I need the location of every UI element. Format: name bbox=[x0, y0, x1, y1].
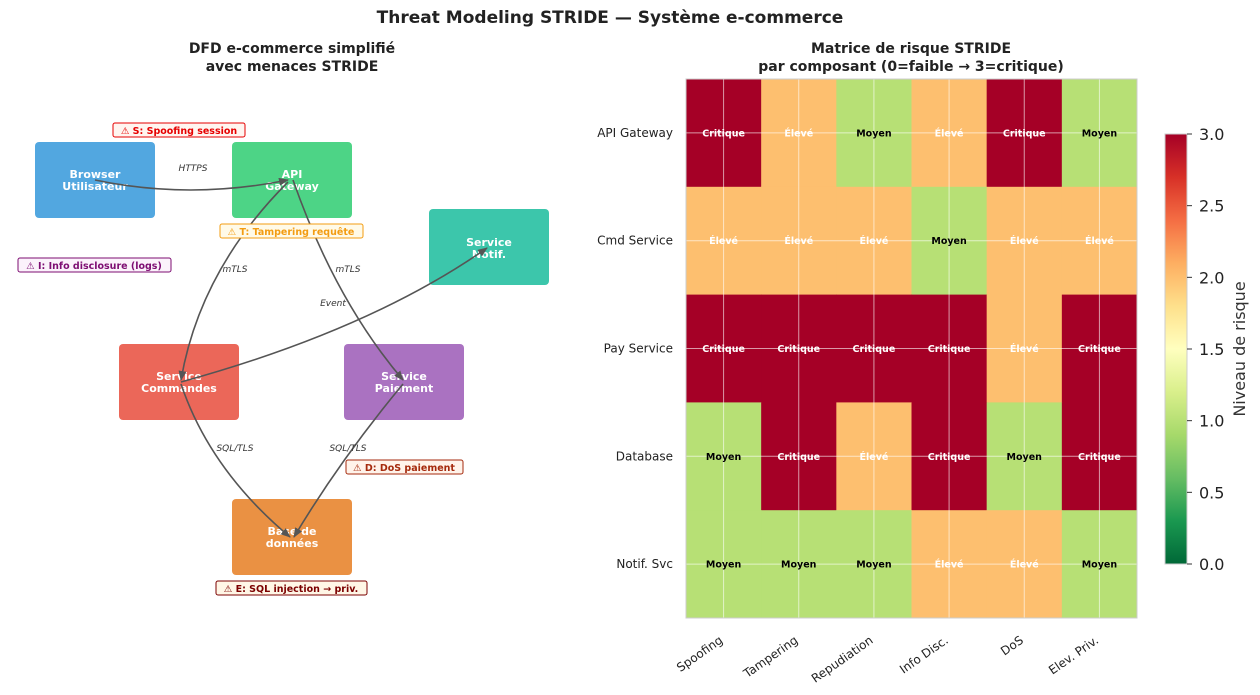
heatmap-cell-label: Élevé bbox=[1010, 343, 1039, 355]
node-browser-line1: Browser bbox=[70, 168, 122, 181]
flow-gateway-orders bbox=[178, 181, 289, 381]
node-database-line2: données bbox=[266, 537, 319, 550]
dfd-title-line2: avec menaces STRIDE bbox=[205, 59, 379, 75]
heatmap-cell-label: Élevé bbox=[784, 127, 813, 139]
heatmap-cell-label: Moyen bbox=[706, 560, 742, 571]
heatmap-x-tick-label: Elev. Priv. bbox=[1046, 633, 1101, 677]
heatmap-x-tick-label: Spoofing bbox=[674, 633, 725, 675]
heatmap-cell-label: Élevé bbox=[1010, 559, 1039, 571]
heatmap-cell-label: Élevé bbox=[1085, 235, 1114, 247]
node-notif-line1: Service bbox=[466, 236, 512, 249]
node-payment: Service Paiement bbox=[344, 344, 464, 420]
heatmap-cell-label: Critique bbox=[1078, 452, 1121, 463]
flow-orders-notif bbox=[180, 247, 488, 383]
node-payment-line1: Service bbox=[381, 370, 427, 383]
node-orders-line2: Commandes bbox=[141, 382, 217, 395]
heatmap-cell-label: Moyen bbox=[856, 128, 892, 139]
dfd-title: DFD e-commerce simplifié avec menaces ST… bbox=[92, 40, 492, 76]
threat-spoofing-text: ⚠ S: Spoofing session bbox=[121, 126, 238, 137]
node-payment-line2: Paiement bbox=[375, 382, 433, 395]
heatmap-cell-label: Moyen bbox=[706, 452, 742, 463]
threat-info-disclosure: ⚠ I: Info disclosure (logs) bbox=[17, 257, 172, 273]
colorbar-tick-label: 0.0 bbox=[1199, 555, 1224, 574]
threat-dos: ⚠ D: DoS paiement bbox=[345, 459, 464, 475]
threat-elevation-text: ⚠ E: SQL injection → priv. bbox=[224, 584, 358, 595]
heatmap-cell-label: Critique bbox=[1003, 128, 1046, 139]
heatmap-y-tick-label: Cmd Service bbox=[597, 234, 673, 248]
heatmap-cell-label: Critique bbox=[1078, 344, 1121, 355]
heatmap-title: Matrice de risque STRIDE par composant (… bbox=[711, 40, 1111, 76]
threat-tampering: ⚠ T: Tampering requête bbox=[219, 223, 364, 239]
flow-payment-db bbox=[293, 383, 404, 538]
flow-label-event: Event bbox=[320, 299, 346, 309]
figure-title: Threat Modeling STRIDE — Système e-comme… bbox=[376, 8, 844, 28]
colorbar-tick-label: 3.0 bbox=[1199, 125, 1224, 144]
heatmap-cell-label: Critique bbox=[777, 452, 820, 463]
heatmap-x-tick-label: DoS bbox=[998, 633, 1026, 658]
heatmap-cell-label: Élevé bbox=[935, 559, 964, 571]
heatmap-cell-label: Élevé bbox=[784, 235, 813, 247]
heatmap-cell-label: Moyen bbox=[1007, 452, 1043, 463]
flow-label-sql-left: SQL/TLS bbox=[216, 444, 253, 454]
flow-browser-gateway bbox=[94, 177, 289, 191]
dfd-title-line1: DFD e-commerce simplifié bbox=[188, 41, 396, 57]
heatmap-x-tick-label: Info Disc. bbox=[897, 633, 951, 676]
flow-label-mtls-right: mTLS bbox=[336, 265, 361, 275]
colorbar-tick-label: 2.0 bbox=[1199, 268, 1224, 287]
heatmap-cell-label: Élevé bbox=[860, 235, 889, 247]
heatmap-frame bbox=[685, 78, 1138, 619]
flow-orders-db bbox=[180, 383, 291, 538]
dfd-diagram: Browser Utilisateur API Gateway Service … bbox=[17, 122, 549, 596]
colorbar-tick-label: 1.0 bbox=[1199, 412, 1224, 431]
flow-label-sql-right: SQL/TLS bbox=[329, 444, 366, 454]
colorbar-tick-label: 0.5 bbox=[1199, 483, 1224, 502]
heatmap-y-tick-label: API Gateway bbox=[597, 126, 673, 140]
threat-info-disclosure-text: ⚠ I: Info disclosure (logs) bbox=[26, 261, 162, 272]
threat-dos-text: ⚠ D: DoS paiement bbox=[353, 463, 455, 474]
colorbar-tick-label: 1.5 bbox=[1199, 340, 1224, 359]
heatmap-y-tick-label: Database bbox=[616, 449, 673, 463]
threat-tampering-text: ⚠ T: Tampering requête bbox=[228, 227, 355, 238]
flow-label-https: HTTPS bbox=[179, 164, 208, 174]
colorbar bbox=[1164, 133, 1188, 565]
heatmap-cell-label: Critique bbox=[702, 128, 745, 139]
heatmap-y-tick-label: Pay Service bbox=[604, 342, 673, 356]
colorbar-tick-label: 2.5 bbox=[1199, 197, 1224, 216]
heatmap-cell-label: Critique bbox=[777, 344, 820, 355]
heatmap-cell-label: Critique bbox=[853, 344, 896, 355]
heatmap-cell-label: Moyen bbox=[931, 236, 967, 247]
heatmap-cell-label: Moyen bbox=[1082, 560, 1118, 571]
threat-spoofing: ⚠ S: Spoofing session bbox=[112, 122, 246, 138]
node-gateway: API Gateway bbox=[232, 142, 352, 218]
heatmap-cell-label: Élevé bbox=[935, 127, 964, 139]
flow-label-mtls-left: mTLS bbox=[223, 265, 248, 275]
node-database: Base de données bbox=[232, 499, 352, 575]
heatmap-cell-label: Moyen bbox=[781, 560, 817, 571]
threat-elevation: ⚠ E: SQL injection → priv. bbox=[215, 580, 368, 596]
heatmap-y-tick-label: Notif. Svc bbox=[616, 557, 673, 571]
heatmap-cell-label: Critique bbox=[928, 452, 971, 463]
heatmap-x-tick-label: Repudiation bbox=[809, 633, 876, 686]
heatmap-cell-label: Moyen bbox=[1082, 128, 1118, 139]
colorbar-label: Niveau de risque bbox=[1230, 281, 1249, 416]
heatmap-cell-label: Moyen bbox=[856, 560, 892, 571]
heatmap-cell-label: Critique bbox=[702, 344, 745, 355]
heatmap-title-line2: par composant (0=faible → 3=critique) bbox=[758, 59, 1064, 75]
heatmap-x-tick-label: Tampering bbox=[740, 633, 800, 681]
heatmap-title-line1: Matrice de risque STRIDE bbox=[810, 41, 1012, 57]
node-gateway-line1: API bbox=[282, 168, 303, 181]
heatmap-cell-label: Élevé bbox=[709, 235, 738, 247]
heatmap-cell-label: Élevé bbox=[1010, 235, 1039, 247]
heatmap-cell-label: Critique bbox=[928, 344, 971, 355]
flow-gateway-payment bbox=[292, 179, 404, 381]
heatmap-cell-label: Élevé bbox=[860, 451, 889, 463]
